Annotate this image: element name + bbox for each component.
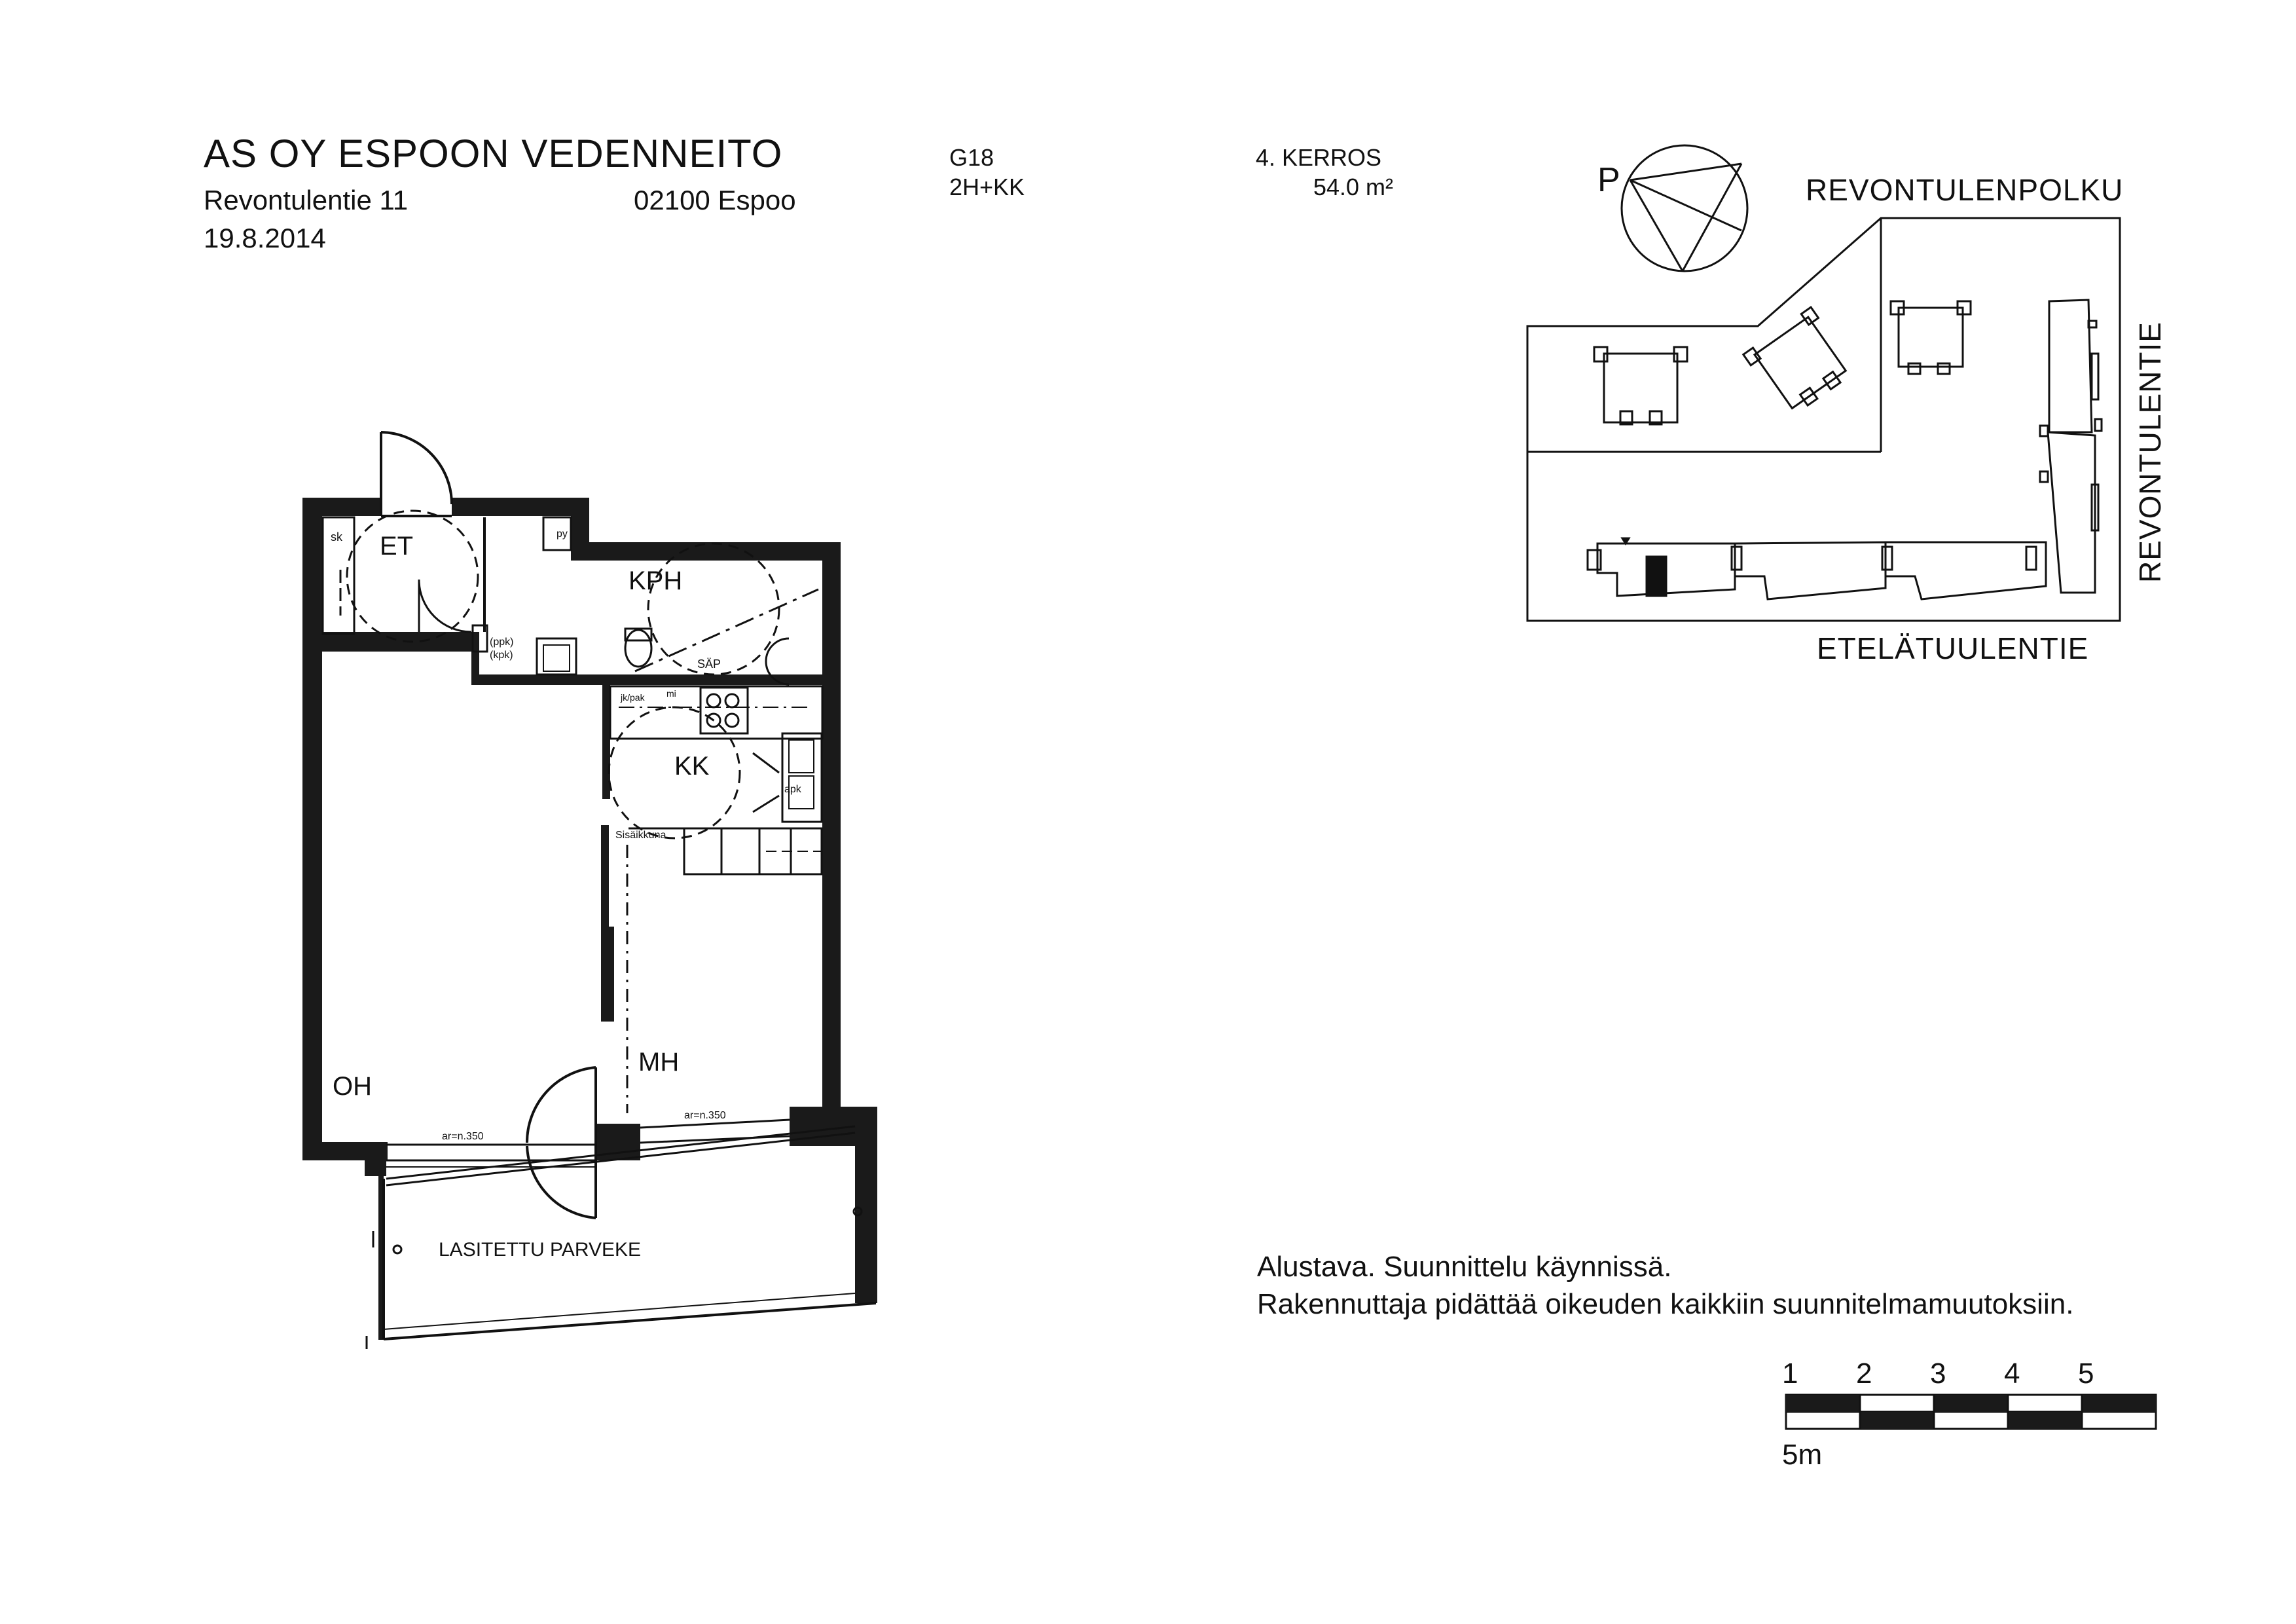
street-address: Revontulentie 11 [204,185,409,215]
room-kk: KK [674,752,710,781]
apartment-type: 2H+KK [949,174,1025,200]
room-kph: KPH [629,566,682,595]
building-row [1586,537,2047,600]
scale-tick-5: 5 [2078,1357,2094,1390]
scale-bar: 1 2 3 4 5 5m [1782,1357,2157,1471]
room-labels: ET KPH KK OH MH LASITETTU PARVEKE [333,532,710,1261]
street-right: REVONTULENTIE [2133,322,2167,583]
label-sisaikkuna: Sisäikkuna [615,830,666,841]
label-sk: sk [331,530,343,544]
disclaimer-line-1: Alustava. Suunnittelu käynnissä. [1257,1251,1672,1283]
label-kpk: (kpk) [490,650,513,661]
apartment-id: G18 [949,144,994,171]
building-b [1741,306,1848,410]
room-et: ET [380,532,413,561]
plan-date: 19.8.2014 [204,223,326,253]
label-ar-right: ar=n.350 [684,1110,726,1121]
label-py: py [556,528,568,540]
zip-city: 02100 Espoo [634,185,796,215]
interior-walls [322,632,841,1120]
floor-info: 4. KERROS 54.0 m² [1249,143,1393,202]
building-d [2039,299,2103,594]
scale-unit: 5m [1782,1439,1822,1471]
north-compass-icon [1620,144,1749,272]
floor-label: 4. KERROS [1256,144,1382,171]
building-c [1889,300,1972,375]
apartment-area: 54.0 m² [1313,174,1393,200]
street-top: REVONTULENPOLKU [1806,173,2123,207]
label-jk-pak: jk/pak [620,692,646,703]
north-label: P [1597,161,1620,199]
building-a [1593,346,1688,426]
disclaimer: Alustava. Suunnittelu käynnissä. Rakennu… [1257,1248,2073,1323]
small-labels: sk py (ppk) (kpk) SÄP jk/pak mi apk Sisä… [331,528,802,1142]
room-mh: MH [638,1048,679,1077]
disclaimer-line-2: Rakennuttaja pidättää oikeuden kaikkiin … [1257,1288,2074,1321]
scale-tick-1: 1 [1782,1357,1798,1390]
scale-tick-3: 3 [1930,1357,1946,1390]
scale-tick-2: 2 [1856,1357,1872,1390]
label-apk: apk [784,784,802,795]
room-oh: OH [333,1072,372,1101]
floor-plan [302,431,877,1349]
room-balcony: LASITETTU PARVEKE [439,1239,641,1261]
site-plan-labels: P REVONTULENPOLKU REVONTULENTIE ETELÄTUU… [1597,161,2167,665]
exterior-walls [302,498,877,1340]
label-ar-left: ar=n.350 [442,1131,484,1142]
street-bottom: ETELÄTUULENTIE [1817,631,2088,665]
apartment-info: G18 2H+KK [949,143,1025,202]
label-mi: mi [666,688,676,699]
project-title: AS OY ESPOON VEDENNEITO [204,132,783,175]
scale-tick-4: 4 [2004,1357,2020,1390]
label-sap: SÄP [697,657,721,671]
label-ppk: (ppk) [490,637,513,648]
site-plan [1526,144,2121,622]
